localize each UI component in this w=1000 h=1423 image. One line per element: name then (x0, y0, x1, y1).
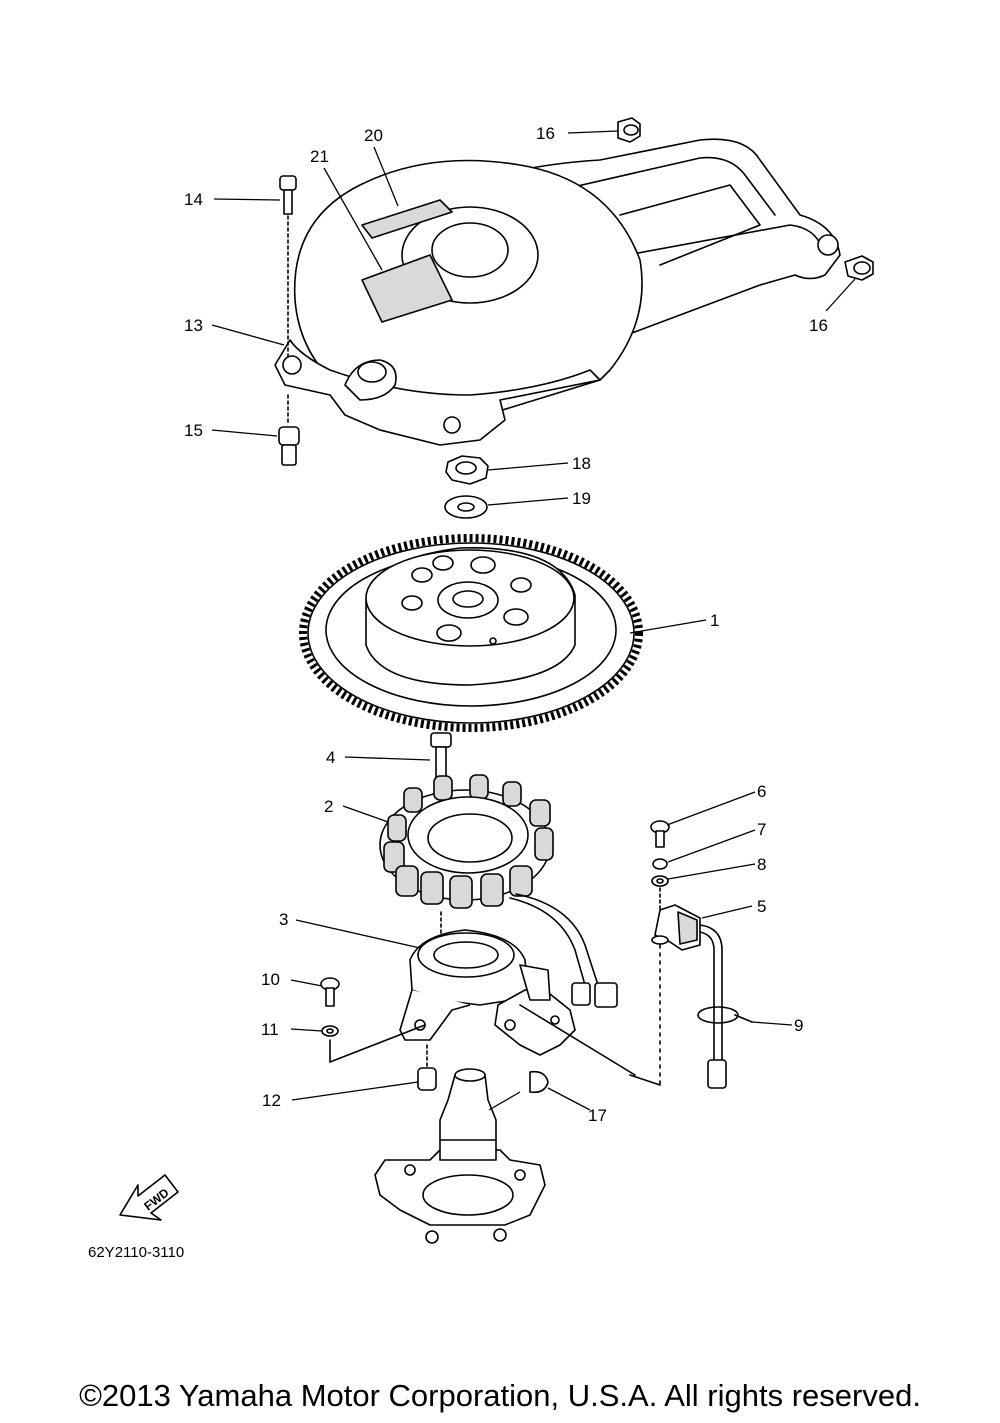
callout-18: 18 (572, 454, 591, 473)
callout-16-top: 16 (536, 124, 555, 143)
stator-assembly (379, 774, 618, 1008)
bolt-14 (279, 175, 297, 361)
callout-11: 11 (261, 1020, 279, 1039)
callout-17: 17 (588, 1106, 607, 1125)
fwd-arrow-icon: FWD (119, 1174, 179, 1221)
flywheel-cover (274, 138, 841, 446)
stator-base (399, 929, 636, 1076)
callout-10: 10 (261, 970, 280, 989)
callout-2: 2 (324, 797, 333, 816)
callout-7: 7 (757, 820, 766, 839)
exploded-parts-diagram: 1 2 3 4 5 6 7 8 9 10 11 12 13 14 15 16 1… (88, 117, 874, 1261)
pulser-coil-5 (629, 904, 727, 1089)
callout-19: 19 (572, 489, 591, 508)
band-9 (697, 1006, 753, 1024)
grommet-16-right (844, 255, 874, 281)
collar-15 (278, 394, 300, 466)
callout-21: 21 (310, 147, 329, 166)
callout-5: 5 (757, 897, 766, 916)
callout-6: 6 (757, 782, 766, 801)
callout-16-right: 16 (809, 316, 828, 335)
washer-11 (321, 1024, 426, 1063)
callout-9: 9 (794, 1016, 803, 1035)
washer-7 (652, 858, 668, 870)
leader-lines (211, 130, 856, 1111)
flywheel-rotor (299, 534, 643, 732)
screw-10 (320, 977, 340, 1007)
callout-4: 4 (326, 748, 335, 767)
diagram-part-number: 62Y2110-3110 (88, 1244, 184, 1261)
nut-18 (445, 455, 489, 485)
washer-19 (444, 495, 488, 519)
collar-12 (417, 1044, 437, 1091)
callout-3: 3 (279, 910, 288, 929)
callout-14: 14 (184, 190, 203, 209)
grommet-16-top (617, 117, 641, 143)
washer-8 (651, 875, 669, 931)
copyright-notice: ©2013 Yamaha Motor Corporation, U.S.A. A… (79, 1378, 921, 1413)
callout-1: 1 (710, 611, 719, 630)
woodruff-key-17 (529, 1070, 549, 1094)
crankshaft-housing (374, 1068, 546, 1244)
screw-6 (650, 820, 670, 848)
callout-12: 12 (262, 1091, 281, 1110)
callout-20: 20 (364, 126, 383, 145)
callout-13: 13 (184, 316, 203, 335)
callout-15: 15 (184, 421, 203, 440)
callout-8: 8 (757, 855, 766, 874)
